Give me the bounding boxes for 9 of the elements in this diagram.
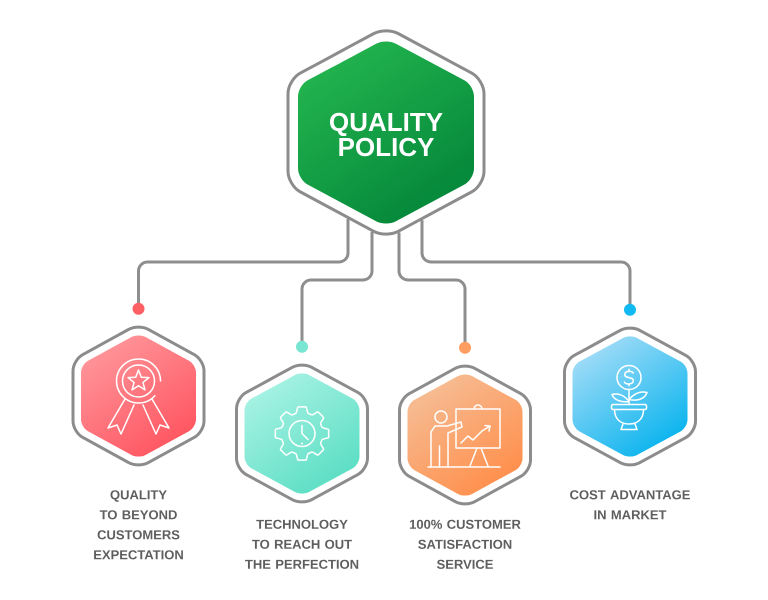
connector [132, 219, 350, 315]
node-label: TECHNOLOGY TO REACH OUT THE PERFECTION [245, 520, 358, 569]
node-label: QUALITY TO BEYOND CUSTOMERS EXPECTATION [94, 490, 183, 560]
node-label: 100% CUSTOMER SATISFACTION SERVICE [410, 520, 521, 569]
connector [420, 220, 636, 316]
connector [296, 232, 374, 353]
connector [398, 232, 471, 354]
node-label: COST ADVANTAGE IN MARKET [570, 490, 690, 520]
heading: QUALITY POLICY [330, 112, 443, 156]
